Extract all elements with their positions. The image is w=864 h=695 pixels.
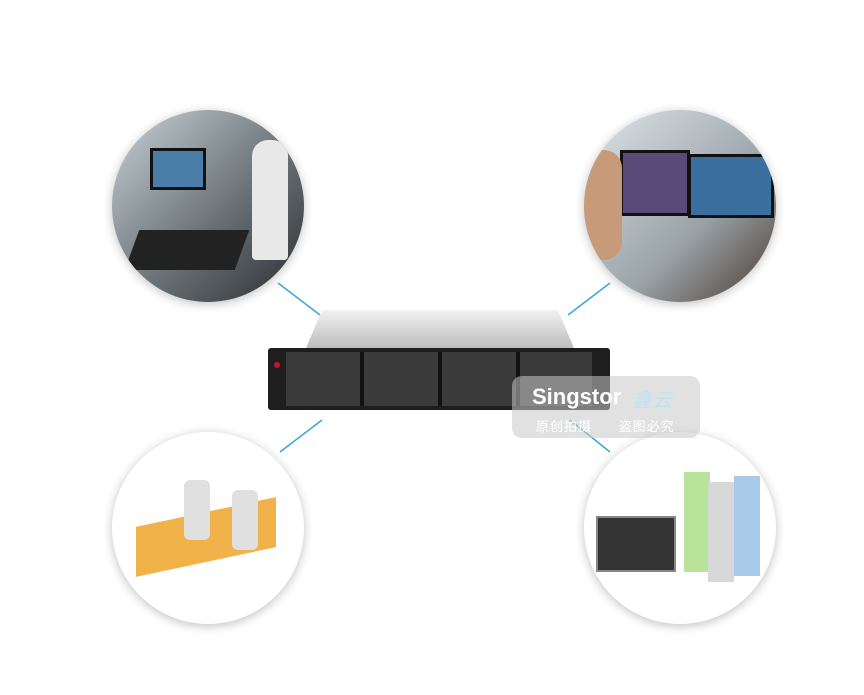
watermark-brand: Singstor — [532, 384, 622, 409]
office-workstations-image — [112, 432, 304, 624]
video-editing-studio-image — [112, 110, 304, 302]
watermark: Singstor 鑫云 原创拍摄 盗图必究 — [512, 376, 700, 438]
watermark-brand-cn: 鑫云 — [632, 390, 672, 412]
watermark-subtitle: 原创拍摄 盗图必究 — [536, 419, 675, 434]
monitor-workstation-image — [584, 110, 776, 302]
users-with-computer-image — [584, 432, 776, 624]
